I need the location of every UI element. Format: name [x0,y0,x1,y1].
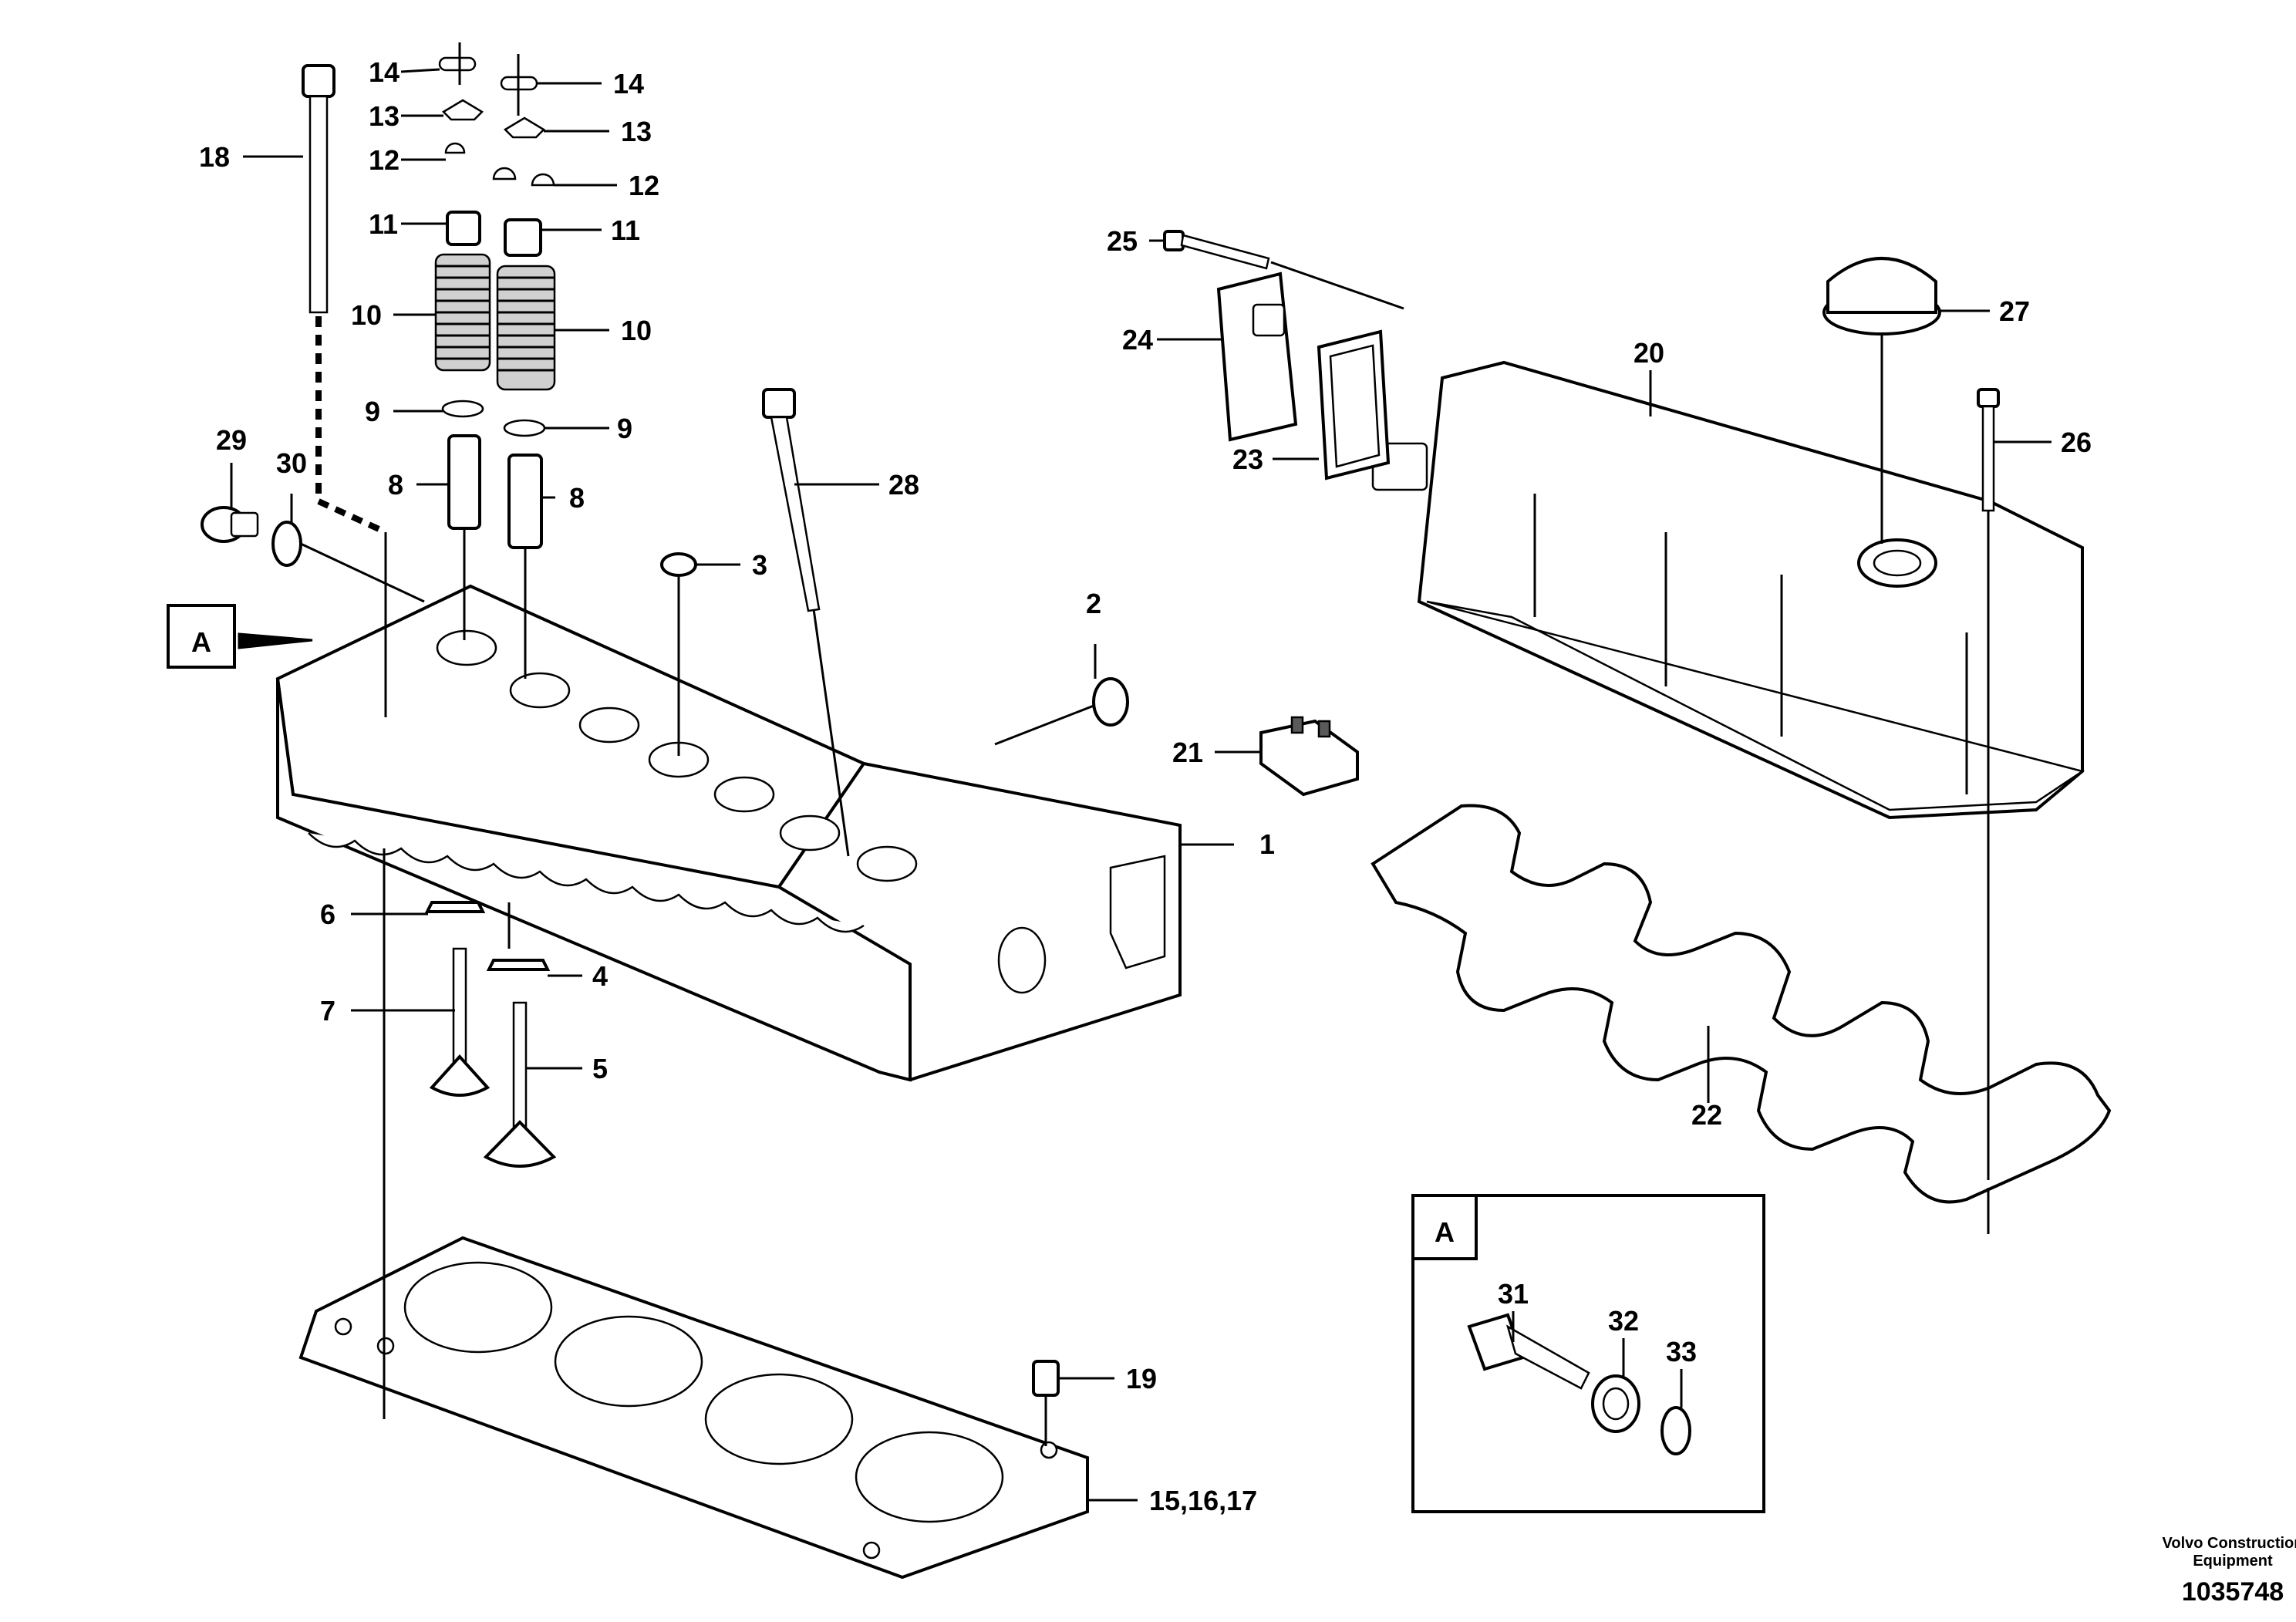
bolt-26 [1977,388,2000,512]
drawing-number: 1035748 [2182,1577,2284,1607]
callout-7: 7 [320,995,335,1027]
cylinder-head [275,584,1182,1082]
callout-12-right: 12 [629,170,659,201]
callout-8-left: 8 [388,469,403,501]
callout-18: 18 [199,141,230,173]
callout-9-right: 9 [617,413,632,444]
sensor-31 [1467,1313,1590,1390]
callout-14-right: 14 [613,68,644,99]
valve-stack-left [424,56,491,1097]
oil-filler-cap-27 [1822,257,1941,336]
callout-12-left: 12 [369,144,400,176]
washer-33 [1660,1406,1691,1455]
valve-seat-4 [486,959,551,971]
valve-seat-6 [424,901,486,913]
screw-25 [1163,230,1270,270]
head-bolt-18 [302,64,335,314]
plate-24 [1216,271,1298,442]
publisher-line-1: Volvo Construction [2163,1535,2296,1552]
callout-9-left: 9 [365,396,380,427]
valve-guide-8 [447,434,481,530]
dowel-19 [1032,1360,1060,1397]
callout-33: 33 [1666,1336,1697,1367]
callout-30: 30 [276,447,307,479]
head-gasket [298,1236,1089,1580]
inset-marker-label: A [1435,1216,1455,1248]
footer: Volvo Construction Equipment 1035748 [2163,1535,2296,1607]
valve-7 [429,947,491,1097]
plug-29 [201,506,259,543]
callout-31: 31 [1498,1278,1529,1310]
valve-spring-10 [434,253,491,372]
callout-22: 22 [1691,1099,1722,1131]
core-plug-2 [1092,677,1129,727]
callout-11-right: 11 [611,214,640,246]
callout-13-left: 13 [369,100,400,132]
callout-25: 25 [1107,225,1138,257]
rocker-cover-gasket [1371,804,2112,1204]
callout-13-right: 13 [621,116,652,147]
publisher-line-2: Equipment [2193,1553,2273,1570]
callout-21: 21 [1172,737,1203,768]
cap-3 [660,552,697,577]
screw-28 [762,388,821,612]
callout-labels: 1 2 3 4 5 6 7 8 8 9 9 10 10 11 11 12 12 … [199,56,2092,1516]
callout-1: 1 [1259,828,1275,860]
view-marker-main-label: A [191,626,211,658]
callout-10-right: 10 [621,315,652,346]
leader-lines [230,42,2052,1502]
seal-ring-14 [438,56,477,72]
rocker-cover [1371,360,2085,820]
breather-21 [1259,716,1359,797]
callout-20: 20 [1633,337,1664,369]
washer-30 [271,521,302,567]
callout-28: 28 [888,469,919,501]
callout-2: 2 [1086,588,1101,619]
callout-4: 4 [592,960,608,992]
collet-12 [444,142,466,154]
callout-29: 29 [216,424,247,456]
valve-5 [483,1001,557,1168]
callout-24: 24 [1122,324,1153,356]
view-marker-main: A [167,604,236,669]
callout-6: 6 [320,899,335,930]
valve-stack-right [483,76,557,1168]
callout-32: 32 [1608,1305,1639,1337]
adapter-32 [1591,1374,1640,1433]
callout-27: 27 [1999,295,2030,327]
callout-15-16-17: 15,16,17 [1149,1485,1257,1516]
inset-detail-a: A [1411,1194,1765,1513]
callout-14-left: 14 [369,56,400,88]
callout-8-right: 8 [569,482,585,514]
retainer-13 [441,99,484,121]
callout-19: 19 [1126,1363,1157,1394]
callout-26: 26 [2061,427,2092,458]
callout-11-left: 11 [369,208,398,240]
callout-10-left: 10 [351,299,382,331]
o-ring-9 [441,400,484,418]
spring-cap-11 [446,211,481,246]
callout-3: 3 [752,549,767,581]
callout-5: 5 [592,1053,608,1084]
callout-23: 23 [1232,443,1263,475]
valve-ports [436,629,918,882]
gasket-23 [1317,329,1391,481]
